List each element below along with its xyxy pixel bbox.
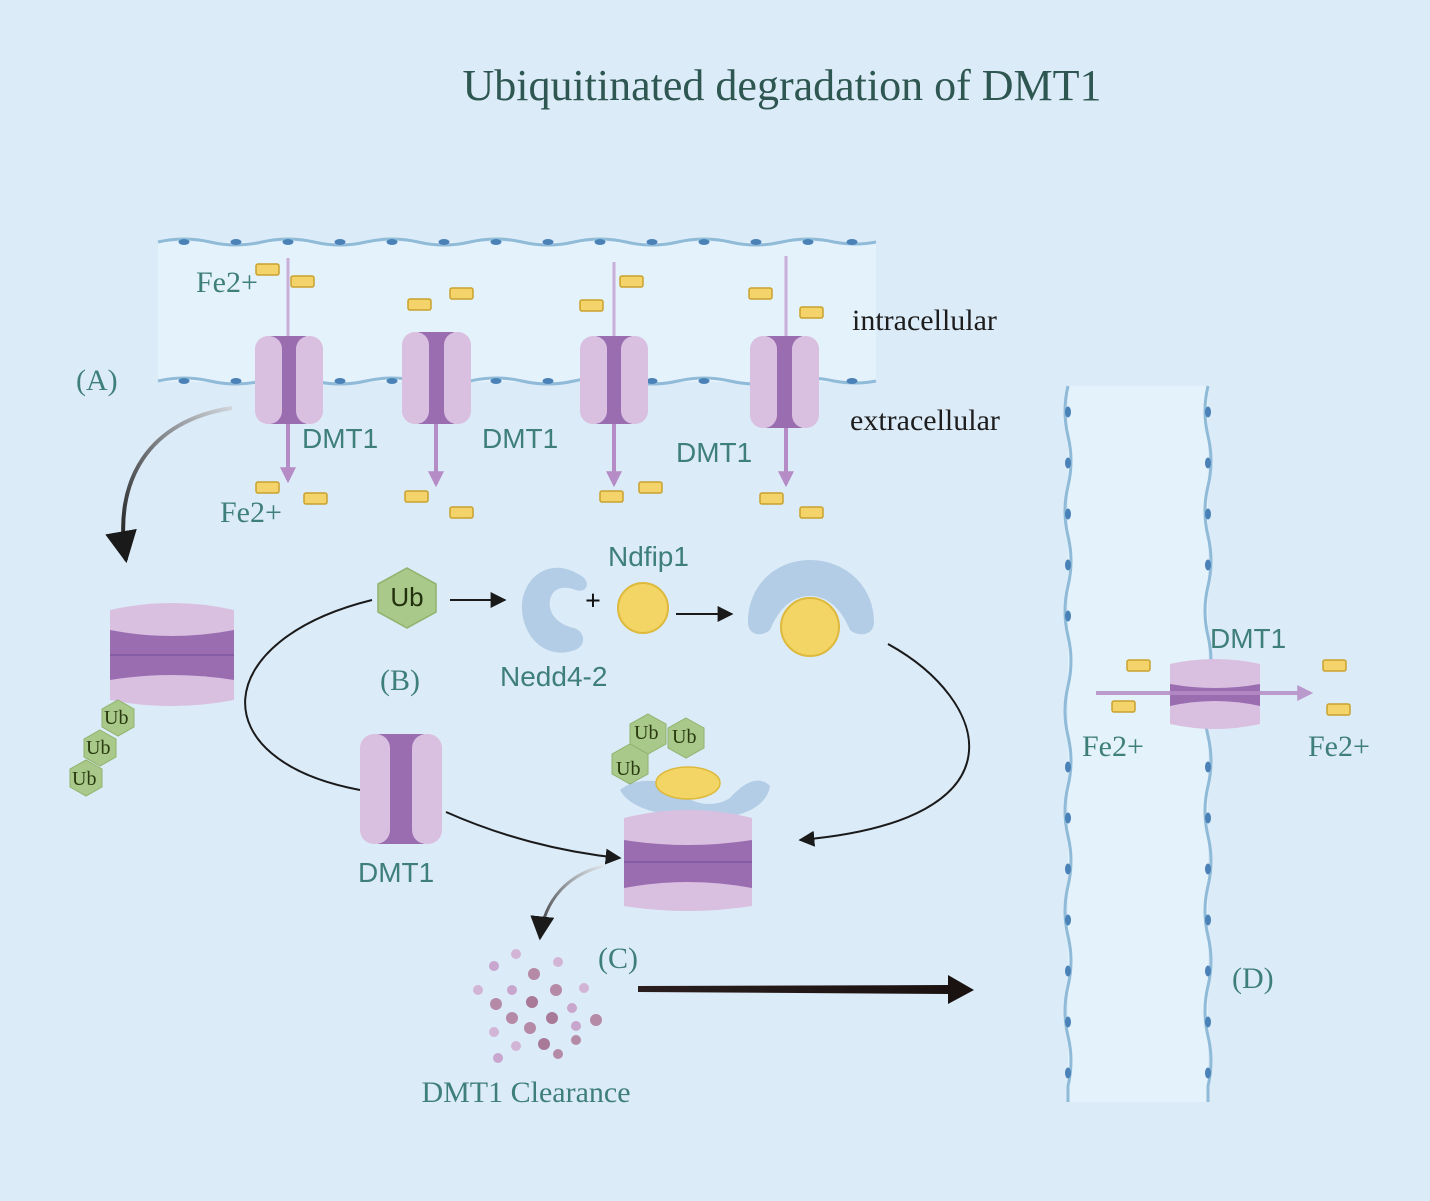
ub-label: Ub <box>390 582 423 612</box>
dmt1-clearance-label: DMT1 Clearance <box>421 1076 630 1109</box>
iron-ion-icon <box>449 506 474 519</box>
iron-ion-icon <box>255 263 280 276</box>
complex-to-dmt1-arrow <box>798 643 971 847</box>
iron-ion-icon <box>579 299 604 312</box>
iron-ion-icon <box>799 506 824 519</box>
extracellular-label: extracellular <box>850 404 1000 437</box>
dmt1-transporter-icon <box>750 256 819 488</box>
iron-ion-icon <box>748 287 773 300</box>
ndfip1-adaptor-icon <box>617 582 669 634</box>
ub-label: Ub <box>672 726 696 748</box>
plus-sign: + <box>585 586 601 617</box>
iron-ion-icon <box>404 490 429 503</box>
iron-ion-icon <box>1326 703 1351 716</box>
dmt1-transporter-icon <box>255 258 323 484</box>
ub-label: Ub <box>634 722 658 744</box>
intracellular-label: intracellular <box>852 304 997 337</box>
iron-ion-icon <box>303 492 328 505</box>
ubiquitin-chain: Ub Ub Ub <box>69 699 135 797</box>
ub-label: Ub <box>616 758 640 780</box>
ubiquitin-hexagon-icon <box>83 729 117 767</box>
ubiquitin-hexagon-icon <box>101 699 135 737</box>
panel-d-membrane <box>1063 385 1213 1102</box>
fe2-label: Fe2+ <box>1308 730 1370 763</box>
panel-b-label: (B) <box>380 664 420 697</box>
panel-c-label: (C) <box>598 942 638 975</box>
ubiquitination-arrow <box>105 406 233 564</box>
dmt1-transporter-icon <box>580 262 648 488</box>
nedd4-2-ndfip1-complex <box>748 560 874 657</box>
ub-label: Ub <box>72 768 96 790</box>
ubiquitin-hexagon-icon <box>667 717 705 759</box>
fe2-label: Fe2+ <box>1082 730 1144 763</box>
ub-label: Ub <box>104 707 128 729</box>
dmt1-label: DMT1 <box>482 423 558 454</box>
dmt1-to-complex-arrow <box>445 811 622 865</box>
dmt1-label: DMT1 <box>302 423 378 454</box>
dmt1-label: DMT1 <box>676 437 752 468</box>
ubiquitin-hexagon-icon <box>611 743 649 785</box>
iron-ion-icon <box>290 275 315 288</box>
dmt1-clearance-particles <box>473 949 602 1063</box>
panel-a-label: (A) <box>76 364 118 397</box>
iron-ion-icon <box>1322 659 1347 672</box>
dmt1-label: DMT1 <box>358 857 434 888</box>
iron-ion-icon <box>1111 700 1136 713</box>
iron-ions <box>1111 659 1351 716</box>
iron-ion-icon <box>599 490 624 503</box>
ubiquitin-hexagon-icon <box>69 759 103 797</box>
ub-label: Ub <box>86 737 110 759</box>
ndfip1-label: Ndfip1 <box>608 541 689 572</box>
nedd4-2-label: Nedd4-2 <box>500 661 607 692</box>
iron-ion-icon <box>1126 659 1151 672</box>
ubiquitinated-dmt1 <box>110 603 234 706</box>
degradation-arrow <box>530 864 605 941</box>
ub-cycle-arrow <box>244 599 373 791</box>
fe2-label: Fe2+ <box>220 496 282 529</box>
panel-d-label: (D) <box>1232 962 1274 995</box>
iron-ion-icon <box>759 492 784 505</box>
iron-ions <box>255 263 824 519</box>
ubiquitin-hexagon-icon <box>377 567 437 629</box>
dmt1-transporter-icon <box>402 332 471 488</box>
iron-ion-icon <box>638 481 663 494</box>
nedd4-2-ligase-icon <box>521 567 587 653</box>
iron-ion-icon <box>407 298 432 311</box>
iron-ion-icon <box>449 287 474 300</box>
iron-ion-icon <box>619 275 644 288</box>
result-arrow <box>638 975 974 1004</box>
iron-ion-icon <box>255 481 280 494</box>
ubiquitin-cluster: Ub Ub Ub <box>611 713 705 785</box>
dmt1-degradation-complex <box>620 766 770 911</box>
dmt1-transporter-icon <box>360 734 442 844</box>
fe2-label: Fe2+ <box>196 266 258 299</box>
dmt1-transporter-icon <box>1096 659 1314 729</box>
diagram-title: Ubiquitinated degradation of DMT1 <box>462 61 1101 110</box>
dmt1-label: DMT1 <box>1210 623 1286 654</box>
iron-ion-icon <box>799 306 824 319</box>
